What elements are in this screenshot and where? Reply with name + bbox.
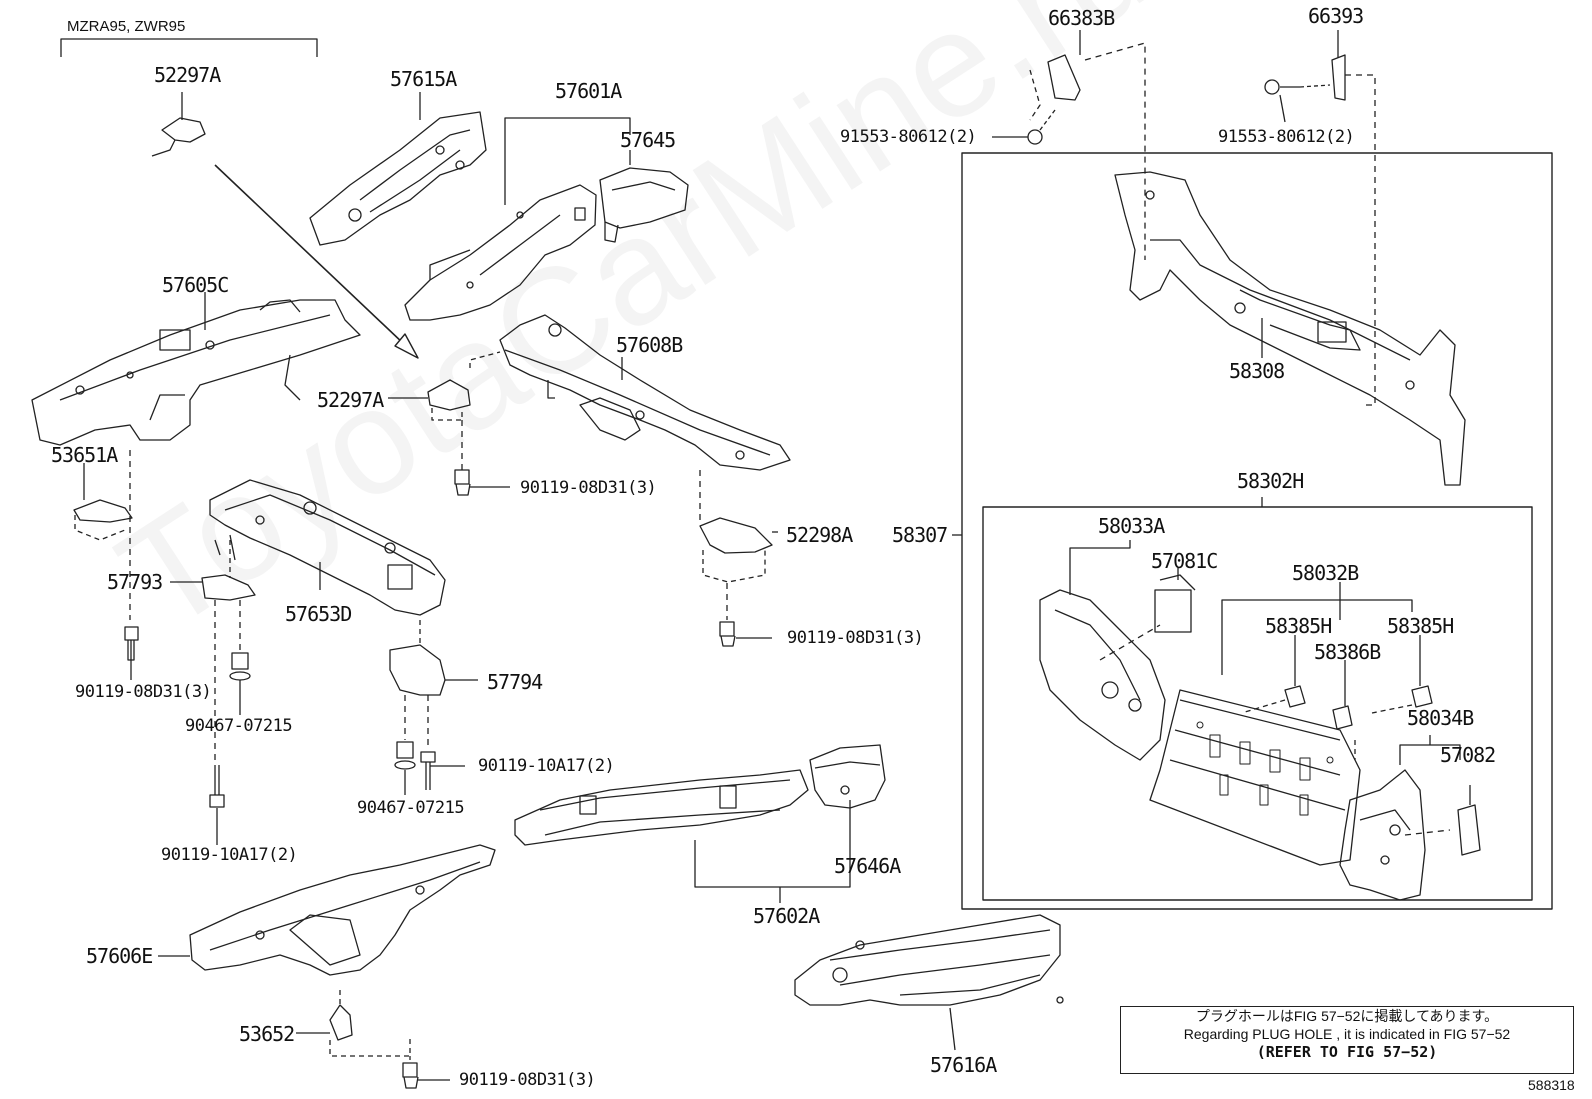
part-58032b [1149,582,1413,866]
nut-90467-07215-a [229,652,251,715]
label-57082: 57082 [1440,743,1496,767]
label-57605c: 57605C [162,273,229,297]
label-52298a: 52298A [786,523,853,547]
label-52297a-mid: 52297A [317,388,384,412]
part-57653d [209,479,446,616]
bolt-90119-08d31-d [402,1062,450,1089]
clip-58385h-b [1371,635,1433,714]
label-57645: 57645 [620,128,676,152]
label-90467-07215-b: 90467-07215 [357,798,465,818]
part-57601a [404,117,631,321]
label-57616a: 57616A [930,1053,997,1077]
part-58034b [1339,735,1461,901]
label-91553-b: 91553-80612(2) [1218,127,1355,147]
bolt-90119-08d31-b [124,626,139,680]
diagram-id: 588318 [1528,1077,1575,1093]
bolt-91553-a [992,109,1056,145]
part-57606e [158,844,496,976]
label-52297a-top: 52297A [154,63,221,87]
part-52297a-mid [388,379,471,470]
nut-90467-07215-b [394,741,416,795]
label-57793: 57793 [107,570,163,594]
bolt-90119-08d31-c [719,621,772,647]
label-57653d: 57653D [285,602,352,626]
part-53652 [296,990,411,1062]
bolt-90119-10a17-a [420,751,465,790]
label-58386b: 58386B [1314,640,1381,664]
part-58308 [1114,171,1466,486]
part-57793 [170,540,256,760]
part-57608b [469,314,791,520]
label-58385h-b: 58385H [1387,614,1454,638]
bolt-90119-10a17-b [209,765,225,845]
label-66383b: 66383B [1048,6,1115,30]
part-57081c [1154,568,1196,633]
part-53651a [73,450,133,620]
part-66393 [1299,30,1376,406]
part-57794 [389,620,478,750]
clip-58385h-a [1244,635,1306,713]
part-57645 [599,167,689,243]
part-57082 [1457,785,1481,856]
label-90119-08d31-c: 90119-08D31(3) [787,628,924,648]
label-90119-10a17-a: 90119-10A17(2) [478,756,615,776]
bolt-91553-b [1264,79,1300,123]
part-57615a [309,92,487,246]
label-90119-08d31-a: 90119-08D31(3) [520,478,657,498]
label-58032b: 58032B [1292,561,1359,585]
label-57794: 57794 [487,670,543,694]
label-91553-a: 91553-80612(2) [840,127,977,147]
label-53651a: 53651A [51,443,118,467]
note-ref: (REFER TO FIG 57−52) [1256,1043,1438,1061]
label-57602a: 57602A [753,904,820,928]
bolt-90119-08d31-a [454,469,510,496]
variant-label: MZRA95, ZWR95 [67,18,186,35]
part-57646a [809,744,886,809]
clip-58386b [1332,660,1353,730]
label-58307: 58307 [892,523,948,547]
label-58385h-a: 58385H [1265,614,1332,638]
label-90119-08d31-d: 90119-08D31(3) [459,1070,596,1090]
part-58033a [1039,540,1166,761]
label-53652: 53652 [239,1022,295,1046]
label-58033a: 58033A [1098,514,1165,538]
note-box: プラグホールはFIG 57−52に掲載してあります。 Regarding PLU… [1120,1006,1574,1074]
note-en: Regarding PLUG HOLE , it is indicated in… [1183,1026,1511,1042]
label-57615a: 57615A [390,67,457,91]
part-66383b [1029,30,1146,260]
part-57605c [31,292,361,446]
label-57601a: 57601A [555,79,622,103]
label-58034b: 58034B [1407,706,1474,730]
label-58302h: 58302H [1237,469,1304,493]
label-57081c: 57081C [1151,549,1218,573]
part-52298a [699,517,778,620]
part-52297a-top [151,92,206,157]
note-jp: プラグホールはFIG 57−52に掲載してあります。 [1195,1008,1499,1024]
label-57606e: 57606E [86,944,153,968]
label-66393: 66393 [1308,4,1364,28]
label-57608b: 57608B [616,333,683,357]
label-57646a: 57646A [834,854,901,878]
label-58308: 58308 [1229,359,1285,383]
label-90119-10a17-b: 90119-10A17(2) [161,845,298,865]
label-90119-08d31-b: 90119-08D31(3) [75,682,212,702]
part-57602a [514,769,851,903]
label-90467-07215-a: 90467-07215 [185,716,293,736]
part-57616a [794,914,1064,1051]
